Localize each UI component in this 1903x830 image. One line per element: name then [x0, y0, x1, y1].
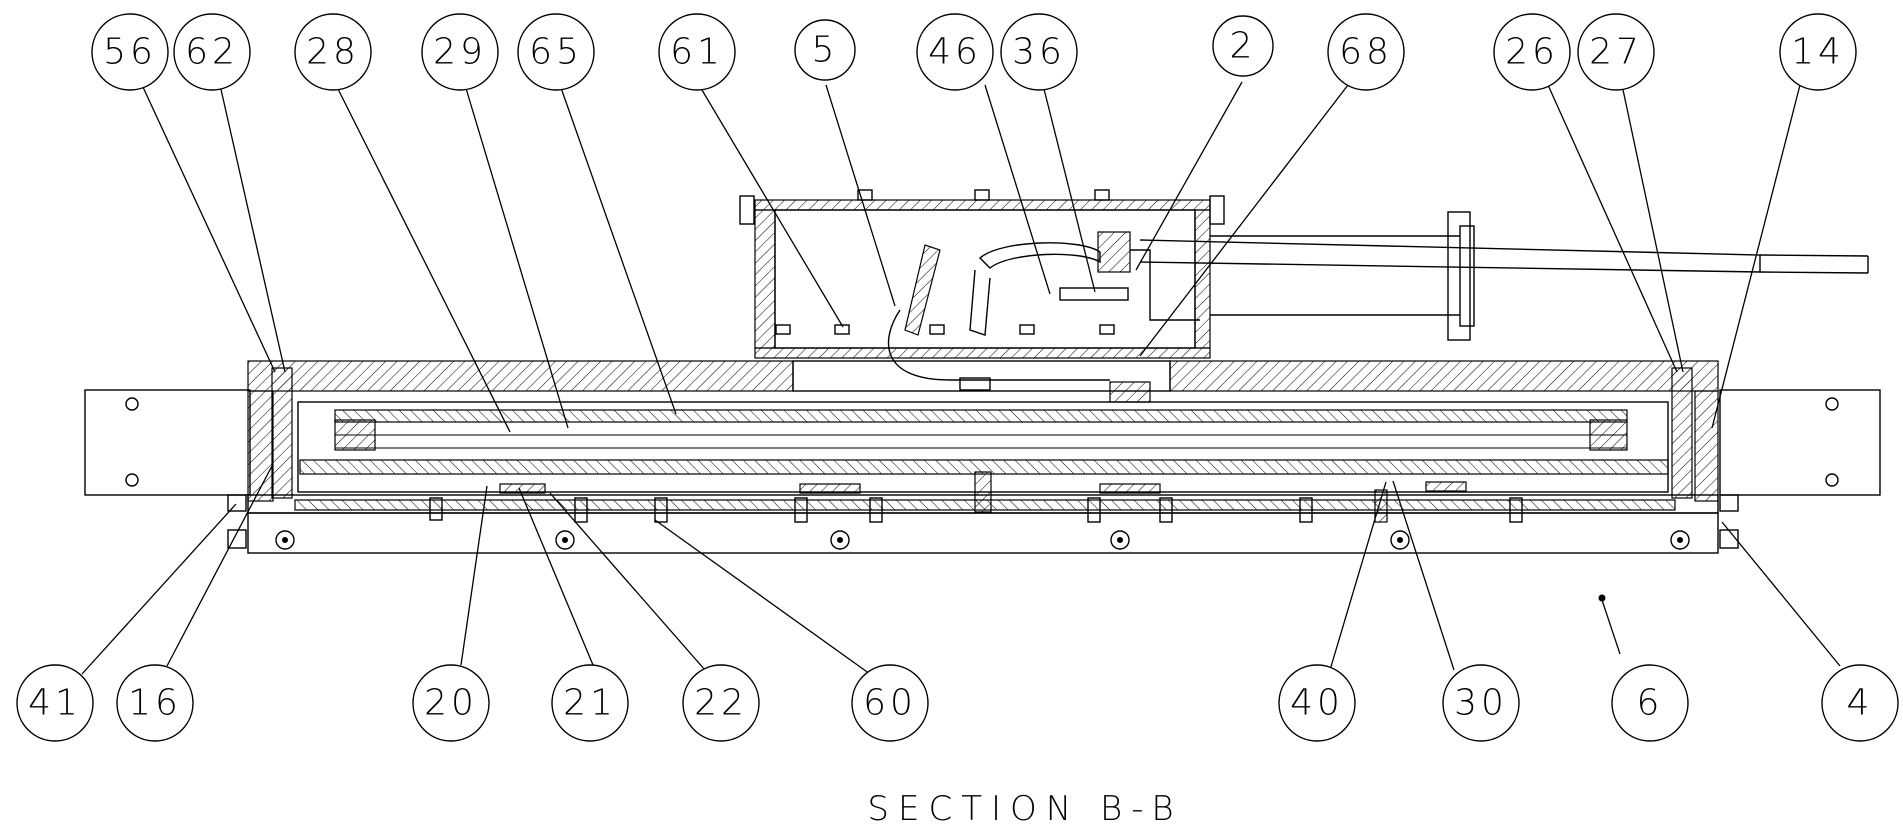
svg-text:62: 62 — [185, 32, 239, 73]
svg-text:26: 26 — [1505, 32, 1559, 73]
section-title: SECTION B-B — [867, 789, 1182, 829]
svg-text:36: 36 — [1012, 32, 1066, 73]
svg-text:68: 68 — [1339, 32, 1393, 73]
svg-text:40: 40 — [1290, 683, 1344, 724]
balloon-callouts: 56 62 28 29 65 61 5 46 36 2 68 26 27 14 … — [16, 13, 1899, 742]
upper-chamber — [739, 189, 1869, 381]
svg-text:5: 5 — [812, 30, 839, 71]
leader-lines — [81, 81, 1841, 675]
balloon-40: 40 — [1278, 664, 1356, 742]
balloon-6: 6 — [1611, 664, 1689, 742]
balloon-28: 28 — [294, 13, 372, 91]
svg-text:6: 6 — [1637, 683, 1664, 724]
balloon-20: 20 — [412, 664, 490, 742]
balloon-30: 30 — [1442, 664, 1520, 742]
balloon-26: 26 — [1493, 13, 1571, 91]
svg-text:27: 27 — [1589, 32, 1643, 73]
balloon-41: 41 — [16, 664, 94, 742]
svg-text:22: 22 — [694, 683, 748, 724]
svg-text:41: 41 — [28, 683, 82, 724]
balloon-62: 62 — [173, 13, 251, 91]
balloon-16: 16 — [116, 664, 194, 742]
balloon-56: 56 — [91, 13, 169, 91]
bottom-holes — [275, 530, 1690, 550]
svg-text:29: 29 — [433, 32, 487, 73]
svg-text:65: 65 — [529, 32, 583, 73]
svg-text:30: 30 — [1454, 683, 1508, 724]
balloon-60: 60 — [851, 664, 929, 742]
main-body — [84, 360, 1881, 554]
balloon-22: 22 — [682, 664, 760, 742]
balloon-29: 29 — [421, 13, 499, 91]
svg-text:16: 16 — [128, 683, 182, 724]
balloon-27: 27 — [1577, 13, 1655, 91]
svg-text:21: 21 — [563, 683, 617, 724]
balloon-65: 65 — [517, 13, 595, 91]
svg-text:2: 2 — [1230, 26, 1257, 67]
svg-text:20: 20 — [424, 683, 478, 724]
balloon-4: 4 — [1821, 664, 1899, 742]
svg-text:60: 60 — [863, 683, 917, 724]
svg-text:28: 28 — [306, 32, 360, 73]
balloon-68: 68 — [1327, 13, 1405, 91]
balloon-14: 14 — [1779, 13, 1857, 91]
balloon-36: 36 — [1000, 13, 1078, 91]
svg-text:56: 56 — [103, 32, 157, 73]
svg-text:4: 4 — [1847, 683, 1874, 724]
balloon-2: 2 — [1212, 15, 1274, 77]
svg-text:46: 46 — [928, 32, 982, 73]
balloon-5: 5 — [794, 19, 856, 81]
balloon-46: 46 — [916, 13, 994, 91]
balloon-61: 61 — [658, 13, 736, 91]
svg-text:61: 61 — [670, 32, 724, 73]
balloon-21: 21 — [551, 664, 629, 742]
svg-text:14: 14 — [1791, 32, 1845, 73]
